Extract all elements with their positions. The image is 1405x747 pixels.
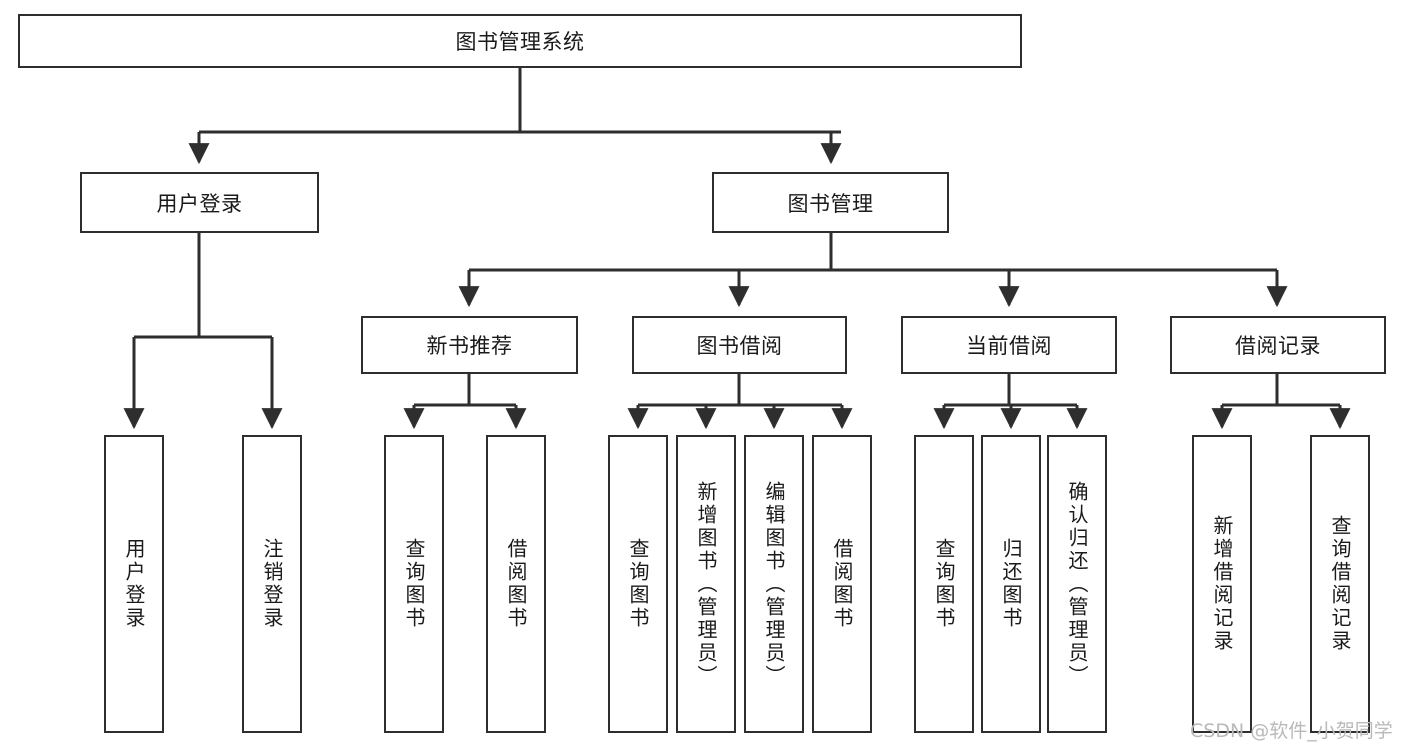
node-new-book-rec-label: 新书推荐 <box>426 334 513 358</box>
node-borrow-record[interactable]: 借阅记录 <box>1170 316 1386 374</box>
node-leaf-query-book-2-label: 查询图书 <box>626 538 650 630</box>
node-current-borrow[interactable]: 当前借阅 <box>901 316 1117 374</box>
node-root[interactable]: 图书管理系统 <box>18 14 1022 68</box>
node-leaf-add-record[interactable]: 新增借阅记录 <box>1192 435 1252 733</box>
node-leaf-query-record-label: 查询借阅记录 <box>1328 515 1352 653</box>
node-book-borrow-label: 图书借阅 <box>696 334 783 358</box>
node-leaf-query-book-1[interactable]: 查询图书 <box>384 435 444 733</box>
node-leaf-edit-book-label: 编辑图书（管理员） <box>762 480 786 688</box>
node-leaf-logout[interactable]: 注销登录 <box>242 435 302 733</box>
node-leaf-add-record-label: 新增借阅记录 <box>1210 515 1234 653</box>
node-leaf-borrow-book-2-label: 借阅图书 <box>830 538 854 630</box>
node-leaf-add-book-label: 新增图书（管理员） <box>694 480 718 688</box>
csdn-watermark: CSDN @软件_小贺同学 <box>1190 720 1393 742</box>
node-leaf-confirm-return-label: 确认归还（管理员） <box>1065 480 1089 688</box>
node-leaf-user-login[interactable]: 用户登录 <box>104 435 164 733</box>
node-borrow-record-label: 借阅记录 <box>1235 334 1321 358</box>
node-book-borrow[interactable]: 图书借阅 <box>632 316 847 374</box>
node-new-book-rec[interactable]: 新书推荐 <box>361 316 578 374</box>
node-leaf-edit-book[interactable]: 编辑图书（管理员） <box>744 435 804 733</box>
node-leaf-query-book-3[interactable]: 查询图书 <box>914 435 974 733</box>
node-current-borrow-label: 当前借阅 <box>966 334 1052 358</box>
node-leaf-logout-label: 注销登录 <box>260 538 284 630</box>
node-book-manage-label: 图书管理 <box>787 191 874 216</box>
node-book-manage[interactable]: 图书管理 <box>712 172 949 233</box>
node-leaf-query-book-1-label: 查询图书 <box>402 538 426 630</box>
node-leaf-return-book-label: 归还图书 <box>999 538 1023 630</box>
node-leaf-borrow-book-1-label: 借阅图书 <box>504 538 528 630</box>
node-leaf-return-book[interactable]: 归还图书 <box>981 435 1041 733</box>
node-root-label: 图书管理系统 <box>455 30 585 54</box>
node-user-login-label: 用户登录 <box>156 191 243 216</box>
node-leaf-borrow-book-2[interactable]: 借阅图书 <box>812 435 872 733</box>
node-leaf-confirm-return[interactable]: 确认归还（管理员） <box>1047 435 1107 733</box>
node-user-login[interactable]: 用户登录 <box>80 172 319 233</box>
node-leaf-add-book[interactable]: 新增图书（管理员） <box>676 435 736 733</box>
node-leaf-borrow-book-1[interactable]: 借阅图书 <box>486 435 546 733</box>
node-leaf-user-login-label: 用户登录 <box>122 538 146 630</box>
node-leaf-query-record[interactable]: 查询借阅记录 <box>1310 435 1370 733</box>
node-leaf-query-book-2[interactable]: 查询图书 <box>608 435 668 733</box>
node-leaf-query-book-3-label: 查询图书 <box>932 538 956 630</box>
